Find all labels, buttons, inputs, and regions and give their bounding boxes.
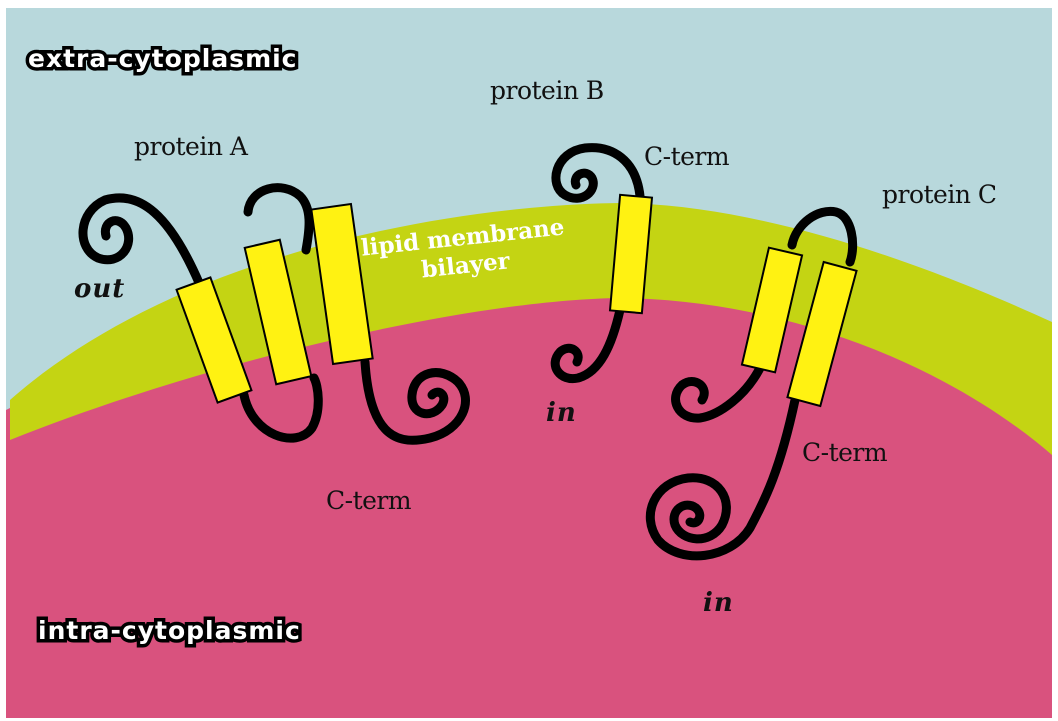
protein-c-side-label: in [703,590,734,616]
protein-a-c-term-label: C-term [326,488,411,513]
extracellular-region-label: extra-cytoplasmic [28,46,298,71]
protein-a-side-label: out [74,276,125,302]
protein-b-name: protein B [490,78,604,103]
intracellular-region-label: intra-cytoplasmic [38,618,301,643]
protein-c-name: protein C [882,182,997,207]
protein-a-name: protein A [134,134,247,159]
protein-b-c-term-label: C-term [644,144,729,169]
protein-b-side-label: in [546,400,577,426]
protein-c-c-term-label: C-term [802,440,887,465]
